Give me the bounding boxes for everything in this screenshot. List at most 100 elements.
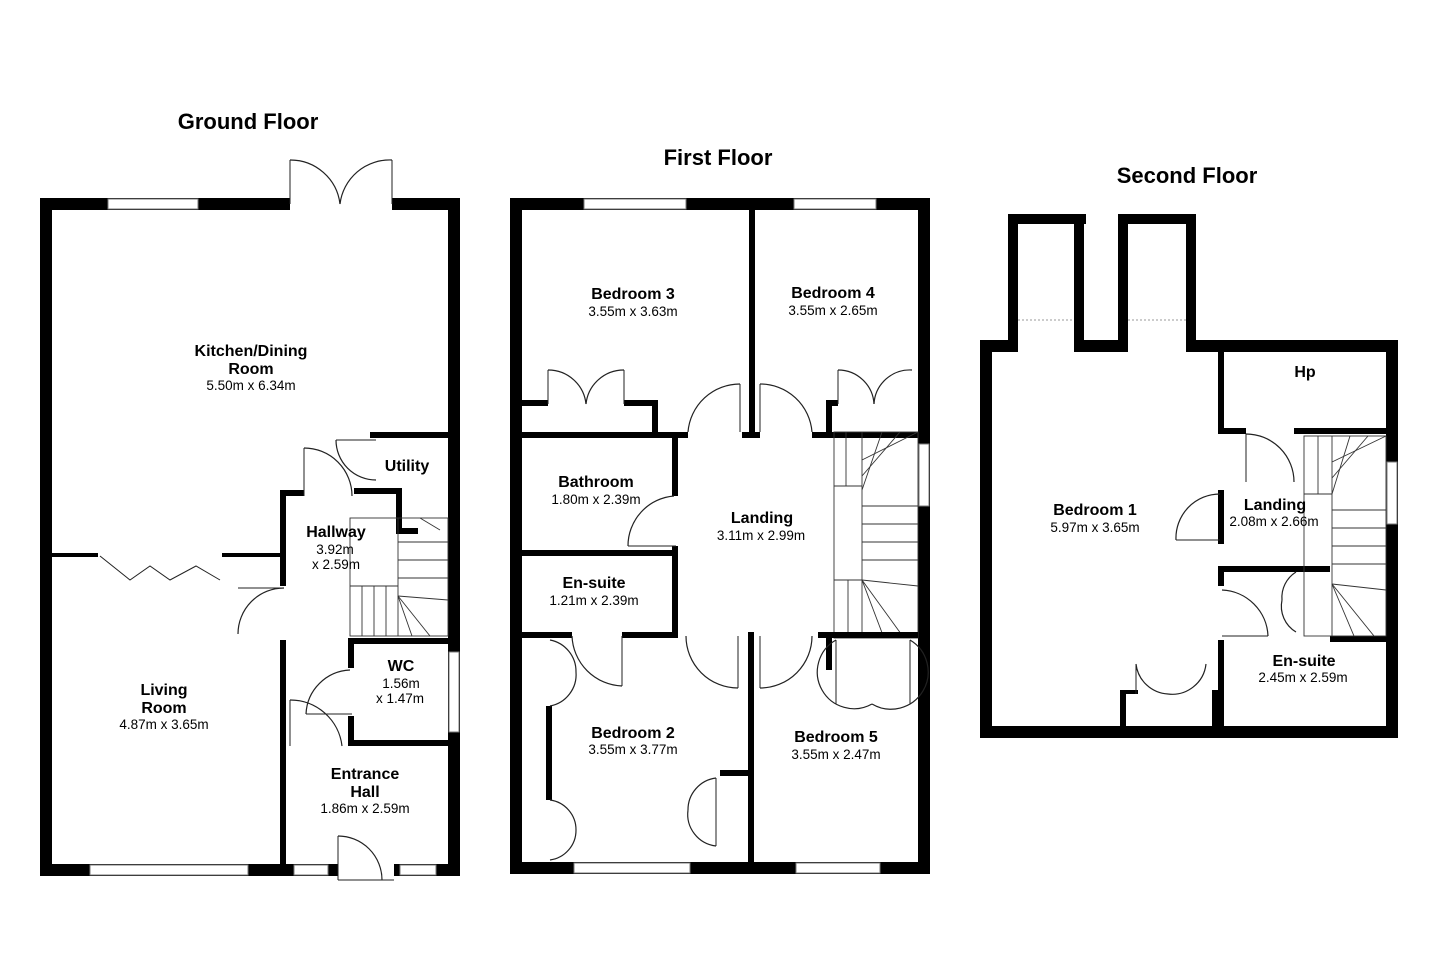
- door: [759, 383, 813, 433]
- door: [303, 447, 353, 497]
- wall: [1218, 640, 1224, 728]
- bedroom2-dims: 3.55m x 3.77m: [588, 742, 677, 757]
- wall: [1074, 214, 1084, 350]
- wall: [354, 488, 398, 494]
- wall: [40, 198, 52, 876]
- wall: [1212, 690, 1218, 726]
- wall: [1186, 214, 1196, 350]
- door: [571, 635, 623, 687]
- wardrobe-door: [816, 639, 873, 710]
- window: [1386, 461, 1398, 525]
- landing2-dims: 2.08m x 2.66m: [1229, 514, 1318, 529]
- wardrobe-door: [585, 369, 625, 405]
- wc-dims-line2: x 1.47m: [376, 691, 424, 706]
- wall: [392, 198, 460, 210]
- door: [1175, 493, 1221, 541]
- wall: [396, 528, 418, 534]
- wall: [280, 640, 286, 866]
- wall: [1008, 214, 1086, 224]
- hallway-dims-line2: x 2.59m: [312, 557, 360, 572]
- wall: [522, 550, 676, 556]
- door: [687, 383, 741, 433]
- bedroom3-dims: 3.55m x 3.63m: [588, 304, 677, 319]
- wall: [622, 632, 678, 638]
- door: [305, 669, 351, 715]
- wall: [280, 490, 286, 586]
- wall: [980, 726, 1398, 738]
- bathroom-name: Bathroom: [558, 474, 634, 491]
- wall: [1386, 340, 1398, 738]
- window: [573, 862, 691, 874]
- hp-name: Hp: [1294, 364, 1316, 381]
- ensuite-name: En-suite: [562, 575, 625, 592]
- window: [583, 198, 687, 210]
- wall: [818, 632, 918, 638]
- wall: [1218, 428, 1246, 434]
- bathroom-dims: 1.80m x 2.39m: [551, 492, 640, 507]
- window: [793, 198, 877, 210]
- wardrobe-door: [549, 799, 577, 831]
- wall: [546, 706, 552, 800]
- wall: [826, 636, 832, 670]
- window: [918, 443, 930, 507]
- wall: [522, 432, 688, 438]
- ensuite2-dims: 2.45m x 2.59m: [1258, 670, 1347, 685]
- wall: [1118, 214, 1196, 224]
- wardrobe-door: [547, 369, 587, 405]
- wardrobe-door: [1135, 663, 1169, 695]
- wall: [1074, 340, 1128, 352]
- door: [289, 699, 343, 747]
- wall: [918, 198, 930, 874]
- door: [627, 495, 675, 547]
- window: [89, 864, 249, 876]
- landing2-name: Landing: [1244, 497, 1306, 514]
- wardrobe-door: [549, 671, 577, 707]
- front-door: [337, 835, 394, 881]
- wall: [826, 400, 832, 436]
- wall: [720, 770, 750, 776]
- first-floor-plan: First Floor: [510, 145, 930, 874]
- wall: [672, 546, 678, 638]
- window: [795, 862, 881, 874]
- wc-name: WC: [388, 658, 415, 675]
- wardrobe-door: [1280, 599, 1297, 633]
- door: [1221, 589, 1269, 637]
- wardrobe-door: [687, 809, 717, 847]
- wall: [1218, 352, 1224, 432]
- wall: [448, 198, 460, 876]
- door: [759, 635, 813, 689]
- wall: [749, 210, 755, 438]
- wall: [52, 553, 98, 557]
- wall: [510, 198, 522, 874]
- wall: [1218, 490, 1224, 544]
- bedroom5-dims: 3.55m x 2.47m: [791, 747, 880, 762]
- staircase: [1303, 435, 1387, 637]
- landing-name: Landing: [731, 510, 793, 527]
- window: [448, 651, 460, 733]
- wall: [652, 400, 658, 434]
- door: [1245, 433, 1295, 483]
- wall: [348, 638, 448, 644]
- wall: [396, 488, 402, 534]
- wall: [280, 490, 304, 496]
- wall: [1330, 636, 1386, 642]
- window: [107, 198, 199, 210]
- staircase: [833, 431, 919, 639]
- ensuite2-name: En-suite: [1272, 653, 1335, 670]
- utility-name: Utility: [385, 458, 430, 475]
- bedroom1-dims: 5.97m x 3.65m: [1050, 520, 1139, 535]
- wall: [370, 432, 450, 438]
- wall: [1120, 690, 1126, 726]
- wall: [748, 632, 754, 874]
- hallway-dims: 3.92m: [316, 542, 354, 557]
- staircase: [349, 517, 449, 637]
- entrance-name-line2: Hall: [350, 784, 379, 801]
- wardrobe-door: [1281, 571, 1297, 601]
- wardrobe-door: [873, 369, 913, 405]
- landing-dims: 3.11m x 2.99m: [717, 528, 805, 543]
- bedroom5-name: Bedroom 5: [794, 729, 878, 746]
- wall: [742, 432, 760, 438]
- ground-floor-plan: Ground Floor: [40, 109, 460, 881]
- door: [335, 439, 377, 481]
